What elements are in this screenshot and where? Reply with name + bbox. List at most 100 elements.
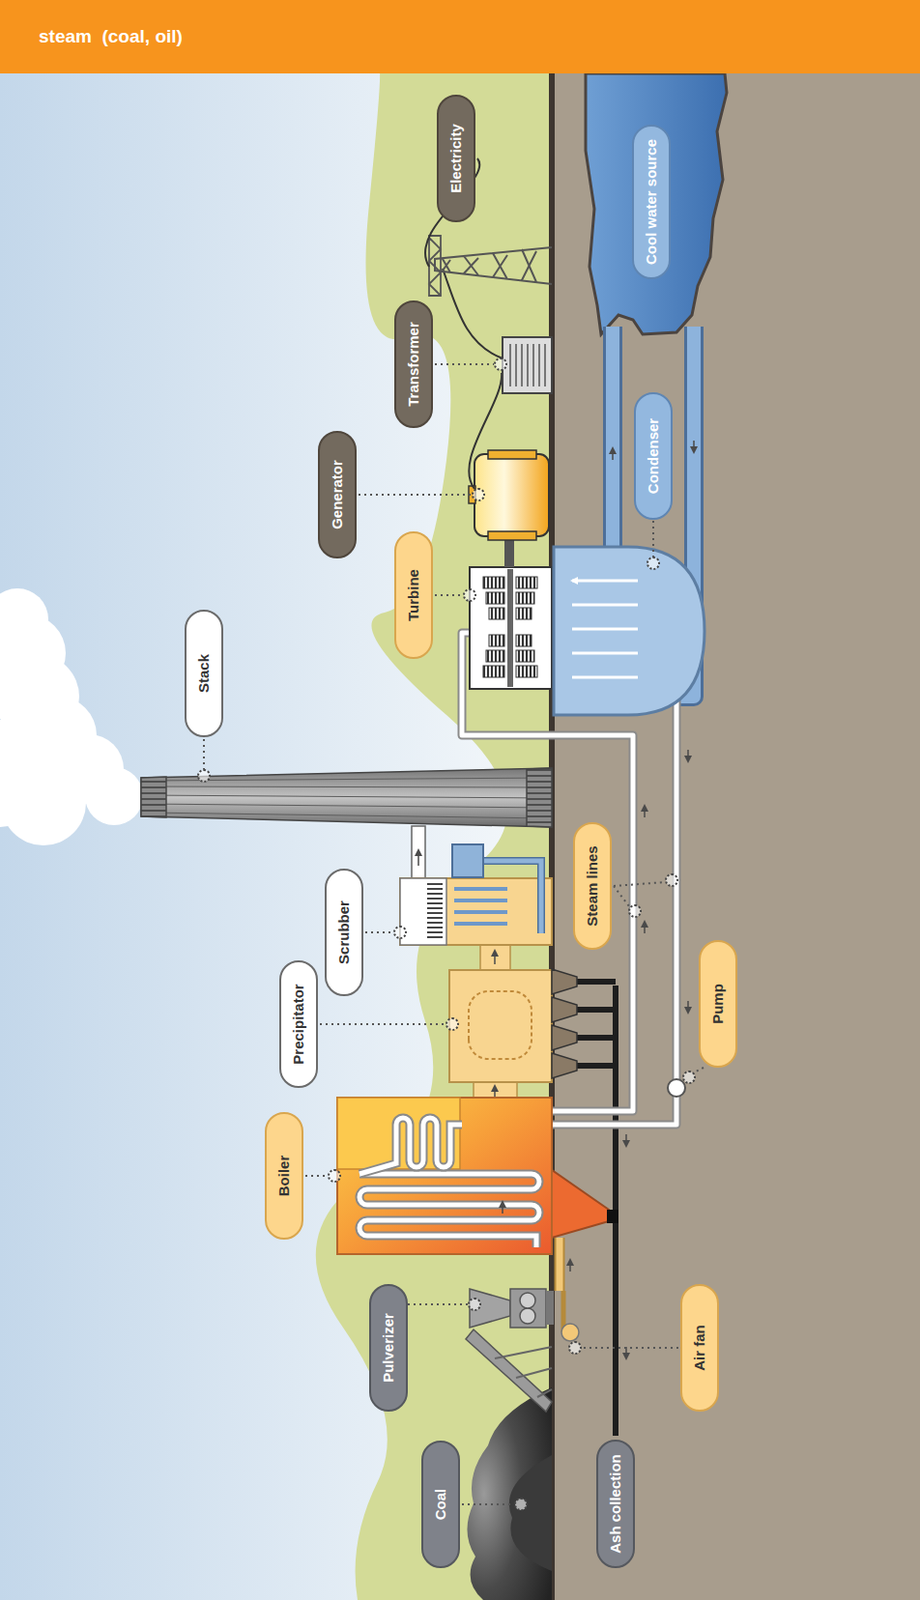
leader-lines-part: [358, 493, 472, 496]
leader-lines-part: [613, 882, 665, 907]
coal-feed-part: [510, 1289, 547, 1328]
turbine: [469, 567, 552, 690]
boiler: [337, 1097, 619, 1255]
landscape-part: [548, 73, 555, 1600]
leader-markers-part: [472, 488, 485, 501]
leader-markers-part: [629, 905, 641, 918]
turbine-part: [507, 569, 514, 688]
label-pill: Transformer: [394, 300, 433, 429]
turbine-part: [516, 634, 532, 647]
leader-lines-part: [693, 1067, 704, 1073]
leader-markers-part: [463, 589, 476, 602]
leader-lines-part: [581, 1347, 679, 1350]
cooling-pipes-part: [692, 440, 695, 453]
plant-illustration: [0, 73, 920, 1600]
coal-feed-part: [466, 1387, 552, 1600]
label-pill: Condenser: [633, 392, 673, 520]
cooling-pipes-part: [605, 326, 620, 557]
cool-water-part: [585, 73, 727, 335]
scrubber: [400, 844, 552, 946]
leader-lines-part: [434, 363, 494, 366]
leader-markers-part: [683, 1071, 695, 1084]
label-pill: Pulverizer: [369, 1284, 408, 1412]
leader-markers-part: [446, 1018, 459, 1031]
stack-part: [526, 768, 552, 828]
leader-markers-part: [394, 926, 406, 939]
boiler-part: [359, 1174, 540, 1248]
coal-feed-part: [561, 1323, 579, 1342]
scrubber-part: [400, 878, 552, 946]
grid-connection-part: [502, 337, 552, 394]
turbine-part: [483, 665, 505, 678]
leader-lines-part: [407, 1303, 468, 1306]
label-pill: Generator: [317, 431, 357, 559]
boiler-part: [551, 1170, 609, 1238]
precipitator-part: [551, 969, 577, 1079]
label-text: Boiler: [275, 1155, 293, 1198]
leader-markers-part: [494, 358, 507, 371]
cool-water: [585, 73, 727, 335]
boiler-part: [501, 1202, 504, 1214]
label-pill: Coal: [421, 1440, 460, 1569]
scrubber-part: [452, 844, 484, 878]
label-text: Generator: [328, 460, 346, 530]
turbine-part: [488, 634, 505, 647]
grid-connection-part: [434, 247, 552, 285]
turbine-part: [488, 607, 505, 620]
leader-markers: [198, 358, 695, 1511]
label-pill: Steam lines: [573, 822, 612, 950]
condenser-part: [572, 580, 638, 678]
label-text: Condenser: [644, 418, 662, 494]
precipitator-part: [468, 991, 532, 1060]
boiler-part: [359, 1118, 462, 1175]
flue-ducts-part: [411, 826, 426, 881]
coal-feed-part: [465, 1329, 552, 1412]
grid-connection-part: [468, 373, 502, 489]
turbine-part: [516, 607, 532, 620]
label-text: Turbine: [404, 569, 423, 622]
leader-markers-part: [468, 1298, 481, 1311]
flue-ducts-part: [493, 950, 496, 965]
generator-part: [474, 454, 549, 537]
label-pill: Pump: [698, 940, 738, 1068]
coal-feed-part: [494, 1347, 552, 1398]
grid-connection-part: [442, 268, 503, 359]
label-text: Stack: [195, 654, 213, 693]
generator: [468, 450, 549, 568]
leader-lines-part: [434, 594, 463, 597]
landscape: [0, 73, 920, 1600]
smoke-cloud-part: [0, 749, 39, 828]
scrubber-part: [427, 883, 443, 941]
turbine-part: [516, 665, 538, 678]
label-text: Air fan: [690, 1324, 709, 1372]
water-steam-pipes-part: [643, 805, 646, 818]
label-pill: Scrubber: [324, 868, 364, 997]
coal-feed-part: [519, 1293, 536, 1309]
ash-line-part: [625, 1134, 628, 1147]
coal-feed-part: [546, 1291, 554, 1325]
precipitator: [449, 969, 577, 1083]
label-text: Scrubber: [335, 900, 353, 965]
label-pill: Air fan: [680, 1284, 719, 1412]
leader-lines: [203, 364, 704, 1505]
smoke-cloud: [0, 588, 144, 846]
boiler-part: [606, 1209, 619, 1224]
coal-feed: [465, 1237, 579, 1600]
label-pill: Precipitator: [279, 960, 318, 1089]
leader-markers-part: [665, 874, 678, 887]
condenser: [553, 546, 705, 716]
pump-part: [667, 1079, 686, 1097]
landscape-part: [316, 73, 556, 1600]
leader-markers-part: [328, 1170, 341, 1182]
leader-markers-part: [647, 557, 660, 570]
stack-part: [144, 777, 549, 819]
label-pill: Cool water source: [632, 124, 671, 280]
grid-connection-part: [429, 235, 441, 296]
ash-line-part: [576, 981, 616, 1066]
leader-lines-part: [365, 931, 394, 934]
label-text: Pulverizer: [379, 1313, 398, 1383]
turbine-part: [516, 576, 538, 589]
leader-markers-part: [515, 1498, 527, 1511]
diagram-title: steam (coal, oil): [38, 26, 183, 48]
coal-feed-part: [554, 1237, 566, 1292]
